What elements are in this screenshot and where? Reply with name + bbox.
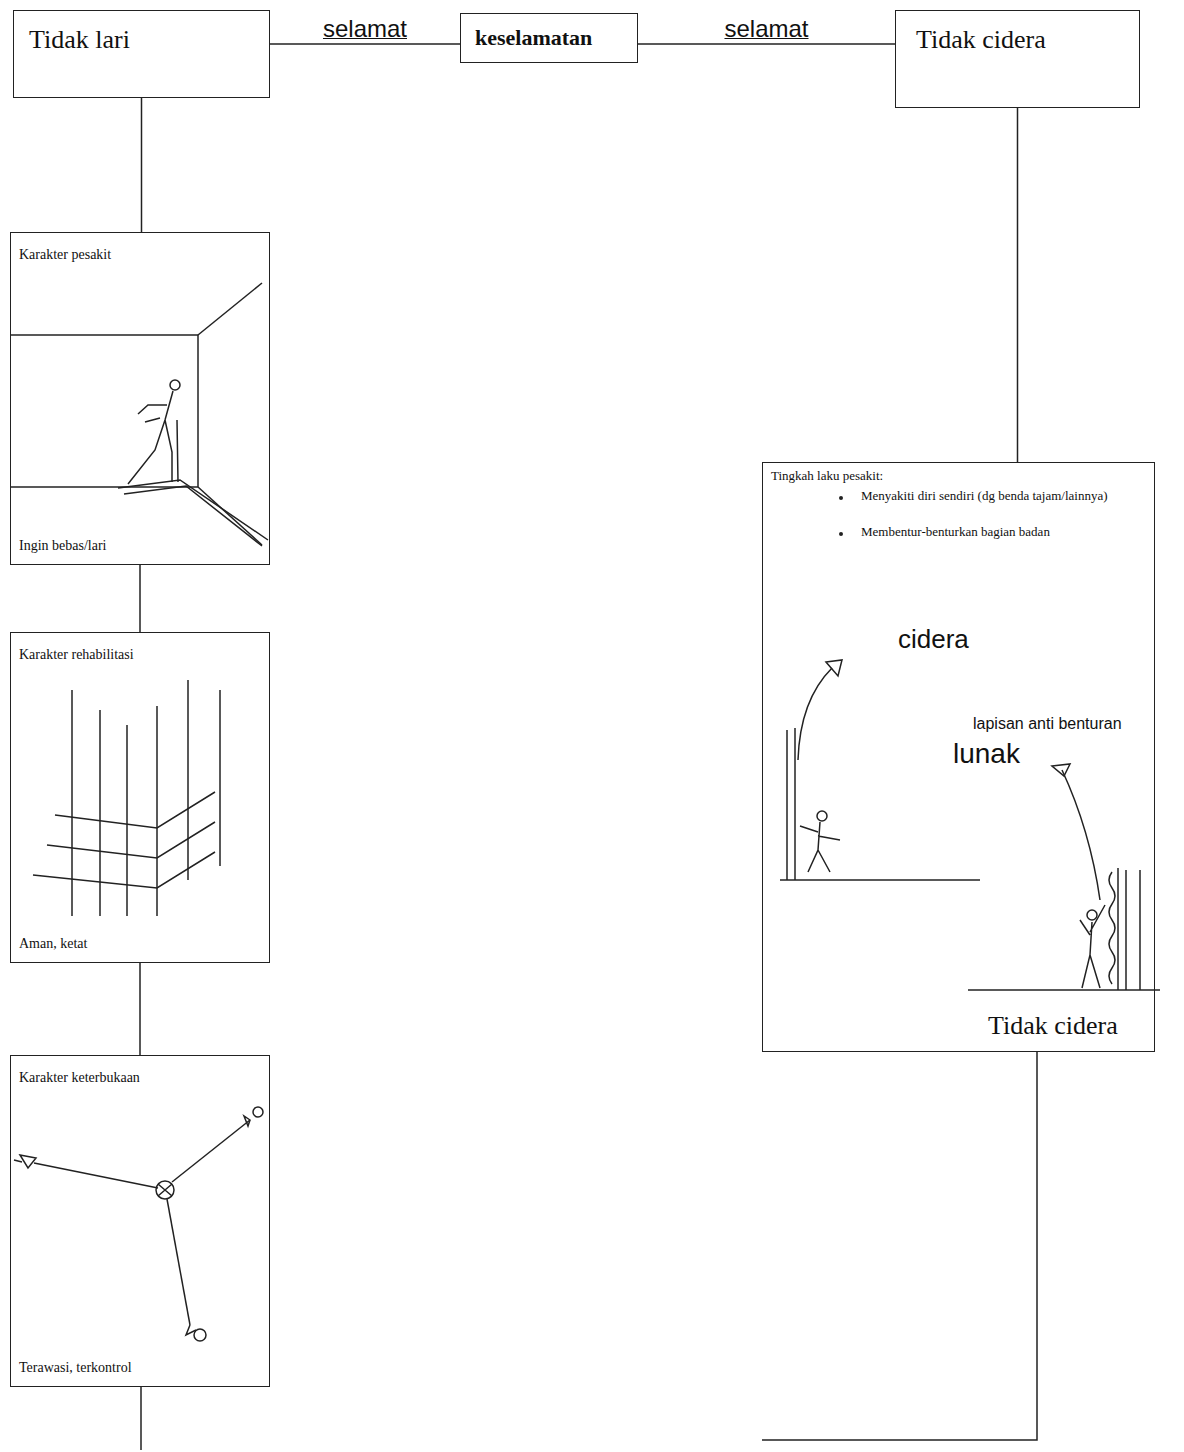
node-text: Tidak cidera bbox=[988, 1011, 1118, 1041]
impact-sketch bbox=[780, 660, 1160, 990]
connector bbox=[140, 963, 141, 1055]
character-panel: Karakter rehabilitasiAman, ketat bbox=[10, 632, 270, 963]
continuation-line bbox=[141, 1052, 1037, 1450]
node-text: lapisan anti benturan bbox=[973, 715, 1122, 733]
goal-box: Tidak cidera bbox=[895, 10, 1140, 108]
character-panel: Karakter pesakitIngin bebas/lari bbox=[10, 232, 270, 565]
goal-box: Tidak lari bbox=[13, 10, 270, 98]
node-title: Karakter keterbukaan bbox=[19, 1070, 140, 1086]
node-text: Menyakiti diri sendiri (dg benda tajam/l… bbox=[861, 489, 1141, 504]
supervision-sketch bbox=[14, 1107, 263, 1341]
node-title: Tidak lari bbox=[29, 25, 130, 55]
node-text: lunak bbox=[953, 738, 1020, 770]
bullet-dot bbox=[839, 496, 843, 500]
center-box: keselamatan bbox=[460, 13, 638, 63]
behaviour-panel: Tingkah laku pesakit: Menyakiti diri send… bbox=[762, 462, 1155, 1052]
node-text: Terawasi, terkontrol bbox=[19, 1360, 132, 1376]
edge-label: selamat bbox=[323, 16, 407, 42]
connector bbox=[638, 44, 895, 45]
room-sketch bbox=[10, 283, 268, 546]
node-text: Aman, ketat bbox=[19, 936, 87, 952]
node-title: Karakter pesakit bbox=[19, 247, 111, 263]
bullet-dot bbox=[839, 532, 843, 536]
node-title: Karakter rehabilitasi bbox=[19, 647, 134, 663]
node-text: Ingin bebas/lari bbox=[19, 538, 106, 554]
node-title: Tidak cidera bbox=[916, 25, 1046, 55]
node-text: cidera bbox=[898, 625, 969, 655]
edge-label: selamat bbox=[724, 16, 808, 42]
connector bbox=[140, 565, 141, 632]
connector bbox=[270, 44, 460, 45]
node-text: Membentur-benturkan bagian badan bbox=[861, 525, 1141, 540]
bars-sketch bbox=[33, 680, 220, 916]
node-title: keselamatan bbox=[475, 25, 592, 50]
character-panel: Karakter keterbukaanTerawasi, terkontrol bbox=[10, 1055, 270, 1387]
connector bbox=[1017, 108, 1018, 462]
node-title: Tingkah laku pesakit: bbox=[771, 469, 883, 484]
connector bbox=[141, 98, 142, 232]
